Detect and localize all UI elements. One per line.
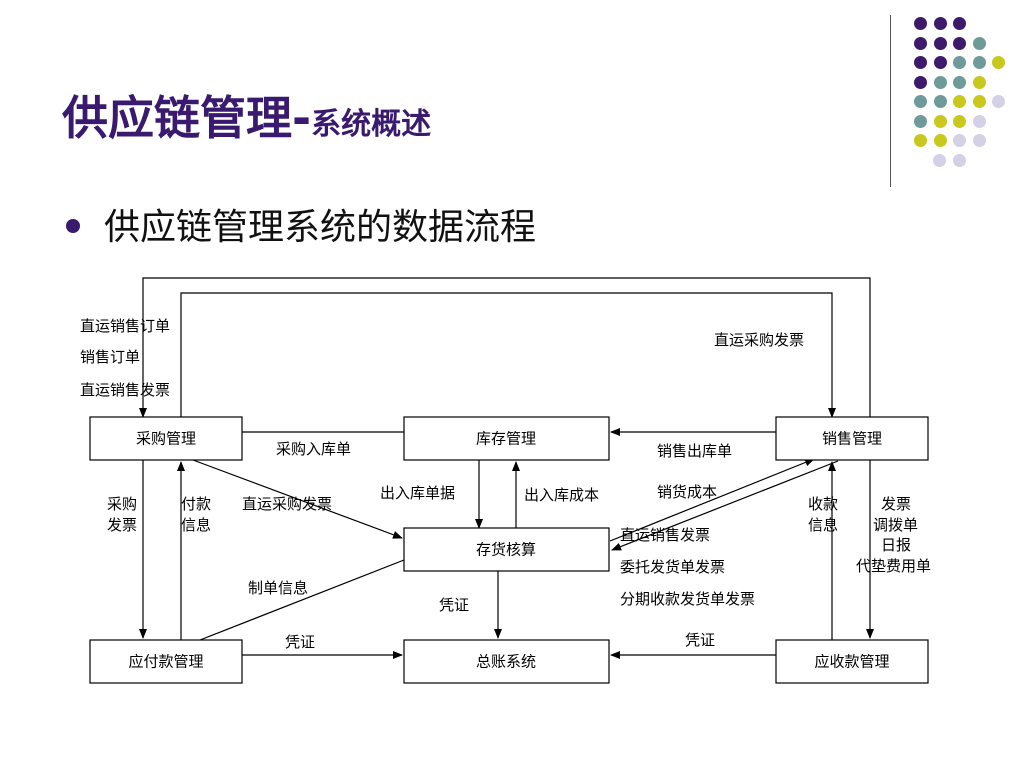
label-daily-report: 日报 [881, 536, 911, 554]
bullet-text: 供应链管理系统的数据流程 [104, 207, 537, 248]
node-payables-label: 应付款管理 [128, 653, 203, 671]
decor-dot [972, 134, 986, 147]
label-direct-purchase-invoice-top: 直运采购发票 [714, 331, 804, 349]
node-sales-label: 销售管理 [822, 430, 882, 448]
decor-dot [914, 56, 927, 69]
flow-purchase-to-costing [192, 459, 403, 539]
label-sales-order: 销售订单 [80, 348, 140, 366]
decor-divider [890, 15, 891, 187]
label-installment-invoice: 分期收款发货单发票 [620, 590, 755, 608]
label-invoice: 发票 [881, 495, 911, 513]
label-cost-of-sales: 销货成本 [657, 483, 717, 501]
node-payables: 应付款管理 [89, 639, 243, 684]
node-inventory: 库存管理 [403, 416, 610, 461]
decor-dot [972, 56, 986, 69]
decor-dot [914, 134, 927, 147]
decor-dot [953, 114, 966, 128]
flow-costing-to-sales-1 [609, 458, 815, 542]
label-voucher-center: 凭证 [439, 596, 469, 614]
decor-dot [933, 153, 946, 167]
decor-dot [953, 95, 966, 108]
decor-dot [992, 95, 1005, 108]
decor-dot [933, 36, 947, 50]
node-inventory-label: 库存管理 [476, 430, 536, 448]
decor-dot [933, 134, 947, 147]
decor-dot [972, 95, 986, 108]
decor-dot [933, 17, 947, 30]
label-receipt-info-1: 收款 [808, 495, 838, 513]
label-direct-sales-invoice-top: 直运销售发票 [80, 381, 170, 399]
node-purchase-label: 采购管理 [136, 430, 196, 448]
label-payment-info-1: 付款 [181, 495, 211, 513]
decor-dot [914, 17, 927, 30]
node-receivables-label: 应收款管理 [814, 653, 889, 671]
node-ledger: 总账系统 [403, 639, 610, 684]
label-outbound-docs: 出入库单据 [380, 484, 455, 502]
label-direct-sales-invoice-mid: 直运销售发票 [620, 526, 710, 544]
decor-dot [933, 95, 947, 108]
label-purchase-receipt: 采购入库单 [276, 440, 351, 458]
title-sub: 系统概述 [311, 107, 432, 142]
flow-sales-to-purchase-outer [139, 277, 871, 418]
label-receipt-info-2: 信息 [808, 516, 838, 534]
label-direct-sales-order: 直运销售订单 [80, 317, 170, 335]
decor-dot [914, 114, 927, 128]
node-ledger-label: 总账系统 [476, 653, 536, 671]
decor-dot [953, 75, 966, 89]
decor-dot [914, 75, 927, 89]
decor-dot [914, 95, 927, 108]
label-purchase-invoice-2: 发票 [107, 516, 137, 534]
node-purchase: 采购管理 [89, 416, 243, 461]
decor-dot [953, 56, 966, 69]
label-voucher-right: 凭证 [685, 631, 715, 649]
decor-dot [933, 56, 947, 69]
label-direct-purchase-invoice-mid: 直运采购发票 [242, 495, 332, 513]
label-transfer: 调拨单 [873, 516, 918, 534]
decor-dot [992, 56, 1005, 69]
decor-dot [933, 75, 947, 89]
label-voucher-left: 凭证 [285, 633, 315, 651]
decor-dot [933, 114, 947, 128]
slide-title: 供应链管理-系统概述 [62, 82, 431, 148]
decor-dot [952, 153, 966, 167]
label-voucher-info: 制单信息 [248, 579, 308, 597]
bullet-icon [66, 219, 80, 233]
flow-payables-costing [199, 559, 405, 641]
label-consign-invoice: 委托发货单发票 [620, 558, 725, 576]
decor-dot [953, 134, 966, 147]
decor-dot [972, 114, 986, 128]
decor-dot [972, 36, 986, 50]
label-advance-fee: 代垫费用单 [856, 557, 931, 575]
flow-purchase-to-sales-inner [180, 292, 836, 418]
label-outbound-cost: 出入库成本 [524, 486, 599, 504]
label-payment-info-2: 信息 [181, 516, 211, 534]
decor-dot [953, 36, 966, 50]
title-main: 供应链管理- [62, 91, 312, 145]
node-receivables: 应收款管理 [775, 639, 929, 684]
node-sales: 销售管理 [775, 416, 929, 461]
decor-dot [972, 75, 986, 89]
decor-dot [953, 17, 966, 30]
decor-dot [914, 36, 927, 50]
node-costing-label: 存货核算 [476, 541, 536, 559]
node-costing: 存货核算 [403, 527, 610, 572]
flow-sales-to-costing [611, 460, 839, 551]
label-purchase-invoice-1: 采购 [107, 495, 137, 513]
label-sales-outbound: 销售出库单 [657, 442, 732, 460]
